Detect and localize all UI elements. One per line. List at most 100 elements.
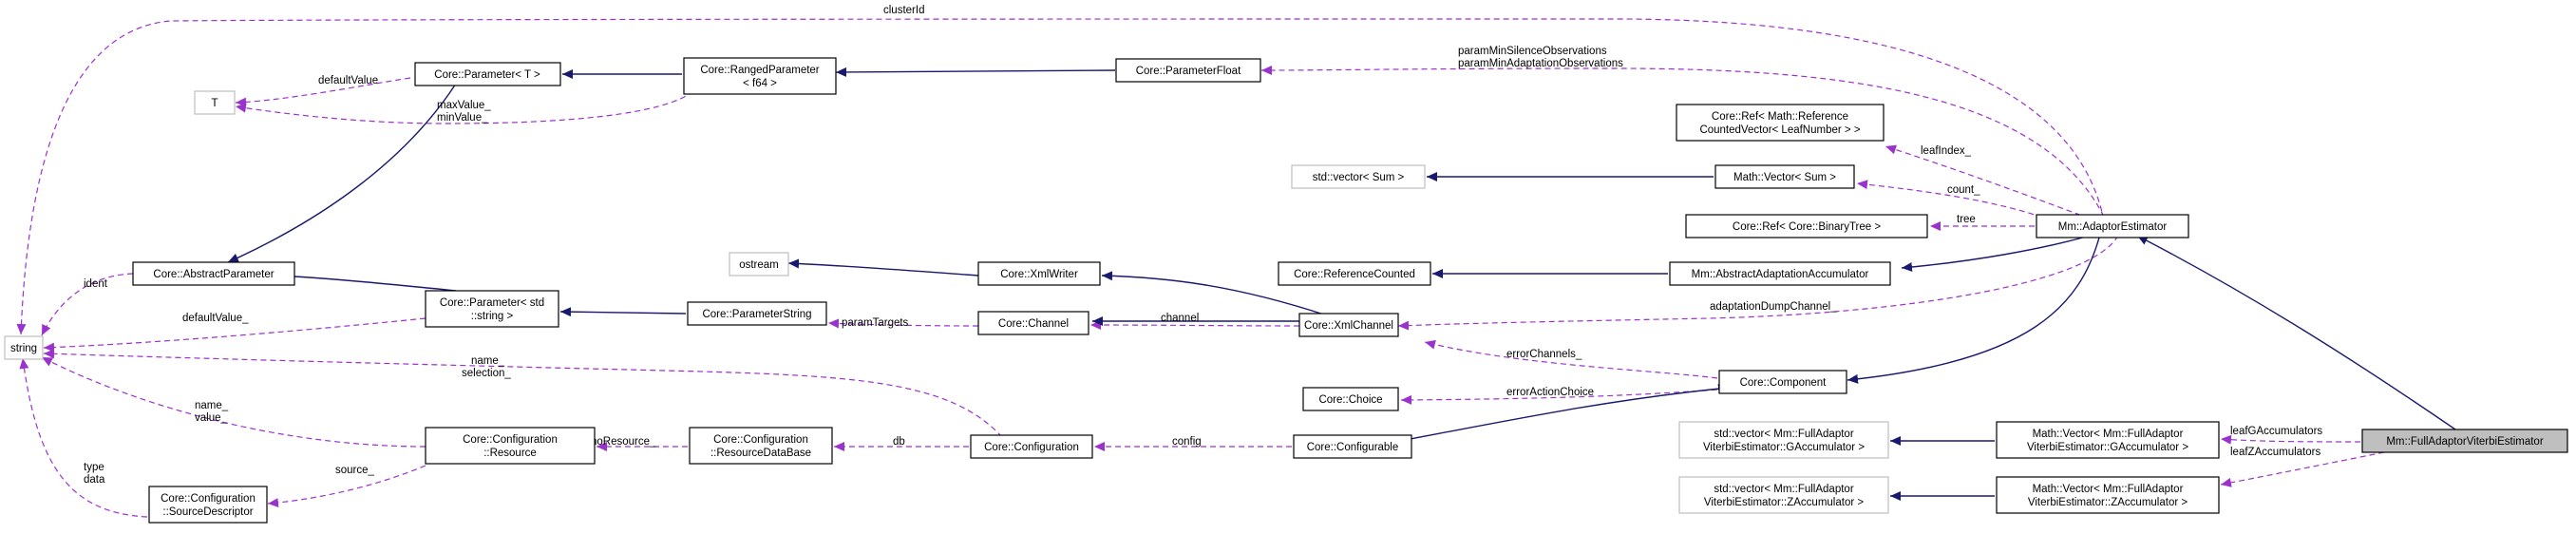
svg-text:Core::AbstractParameter: Core::AbstractParameter (153, 269, 274, 280)
label-adaptation-dump: adaptationDumpChannel_ (1710, 301, 1837, 313)
edge-name-value (41, 356, 426, 448)
node-core-component[interactable]: Core::Component (1718, 370, 1847, 394)
svg-text:Core::Configurable: Core::Configurable (1307, 442, 1399, 453)
node-core-configuration-resourcedatabase[interactable]: Core::Configuration ::ResourceDataBase (689, 427, 833, 465)
node-string[interactable]: string (4, 335, 44, 360)
svg-text:Core::XmlWriter: Core::XmlWriter (1000, 269, 1078, 280)
node-math-vector-zaccumulator[interactable]: Math::Vector< Mm::FullAdaptor ViterbiEst… (1996, 476, 2220, 514)
label-paramtargets: paramTargets (842, 317, 909, 329)
node-core-reference-counted[interactable]: Core::ReferenceCounted (1278, 261, 1431, 286)
label-type-data-1: type (84, 462, 104, 473)
svg-text:Core::Ref< Core::BinaryTree >: Core::Ref< Core::BinaryTree > (1733, 221, 1881, 233)
svg-text:Mm::AdaptorEstimator: Mm::AdaptorEstimator (2058, 221, 2168, 233)
svg-text:Mm::FullAdaptorViterbiEstimato: Mm::FullAdaptorViterbiEstimator (2386, 436, 2543, 448)
node-ostream[interactable]: ostream (729, 252, 789, 277)
label-param-min-1: paramMinSilenceObservations (1458, 46, 1607, 57)
svg-text:::ResourceDataBase: ::ResourceDataBase (710, 448, 811, 459)
svg-text:ostream: ostream (739, 259, 779, 271)
node-core-ranged-parameter[interactable]: Core::RangedParameter < f64 > (683, 57, 837, 95)
edge-param-min (1260, 65, 2105, 218)
node-template-t[interactable]: T (194, 90, 236, 115)
node-core-xmlchannel[interactable]: Core::XmlChannel (1298, 313, 1399, 337)
svg-text:Math::Vector< Mm::FullAdaptor: Math::Vector< Mm::FullAdaptor (2033, 484, 2184, 495)
svg-text:Core::Parameter< std: Core::Parameter< std (440, 297, 544, 309)
node-core-channel[interactable]: Core::Channel (977, 311, 1089, 335)
edge-errorchannels (1424, 339, 1718, 379)
node-std-vector-sum[interactable]: std::vector< Sum > (1291, 164, 1426, 189)
node-std-vector-gaccumulator[interactable]: std::vector< Mm::FullAdaptor ViterbiEsti… (1678, 421, 1889, 459)
svg-text:Core::Choice: Core::Choice (1318, 394, 1382, 406)
node-core-configuration[interactable]: Core::Configuration (970, 434, 1093, 459)
svg-text:Core::RangedParameter: Core::RangedParameter (700, 65, 819, 76)
svg-text:Core::XmlChannel: Core::XmlChannel (1304, 320, 1393, 332)
svg-text:Math::Vector< Sum >: Math::Vector< Sum > (1733, 172, 1836, 183)
edge-full-to-estimator (2136, 235, 2456, 430)
node-mm-abstract-adaptation-accumulator[interactable]: Mm::AbstractAdaptationAccumulator (1669, 261, 1891, 286)
svg-text:::Resource: ::Resource (483, 448, 537, 459)
label-name-value-2: value_ (195, 412, 227, 424)
node-core-parameter-string[interactable]: Core::ParameterString (687, 301, 827, 326)
node-math-vector-sum[interactable]: Math::Vector< Sum > (1714, 164, 1855, 189)
label-errorchannels: errorChannels_ (1506, 349, 1582, 360)
svg-text:Core::Parameter< T >: Core::Parameter< T > (434, 69, 540, 81)
edge-channel (1089, 320, 1300, 331)
label-channel: channel (1161, 313, 1199, 324)
node-core-ref-binarytree[interactable]: Core::Ref< Core::BinaryTree > (1685, 214, 1928, 238)
node-core-parameter-float[interactable]: Core::ParameterFloat (1115, 58, 1261, 83)
label-config: config (1172, 436, 1202, 448)
node-core-ref-leafnumber[interactable]: Core::Ref< Math::Reference CountedVector… (1676, 104, 1885, 142)
svg-text:Math::Vector< Mm::FullAdaptor: Math::Vector< Mm::FullAdaptor (2033, 429, 2184, 440)
svg-text:Core::Ref< Math::Reference: Core::Ref< Math::Reference (1712, 111, 1848, 123)
edge-source (267, 465, 426, 508)
edge-type-data (19, 357, 148, 518)
edge-configurable-to-component (1410, 384, 1730, 440)
svg-text:Core::ReferenceCounted: Core::ReferenceCounted (1294, 269, 1415, 280)
node-core-configuration-resource[interactable]: Core::Configuration ::Resource (425, 427, 596, 465)
svg-text:ViterbiEstimator::GAccumulator: ViterbiEstimator::GAccumulator > (2027, 442, 2188, 453)
label-name-selection-2: selection_ (462, 368, 511, 379)
edge-leafg (2220, 434, 2361, 445)
edge-param-to-abstract (227, 83, 457, 263)
edge-paramstr-to-abstract (275, 271, 457, 292)
label-noresource: noResource_ (591, 436, 656, 448)
edge-paramtargets (827, 318, 979, 329)
node-core-configuration-sourcedescriptor[interactable]: Core::Configuration ::SourceDescriptor (148, 486, 268, 524)
node-core-choice[interactable]: Core::Choice (1302, 387, 1399, 411)
node-core-parameter-string-template[interactable]: Core::Parameter< std ::string > (425, 290, 559, 328)
label-maxmin-2: minValue_ (437, 112, 488, 124)
label-type-data-2: data (84, 474, 105, 486)
node-core-parameter-t[interactable]: Core::Parameter< T > (414, 62, 561, 86)
node-std-vector-zaccumulator[interactable]: std::vector< Mm::FullAdaptor ViterbiEsti… (1678, 476, 1889, 514)
label-param-min-2: paramMinAdaptationObservations (1458, 58, 1623, 69)
svg-text:ViterbiEstimator::ZAccumulator: ViterbiEstimator::ZAccumulator > (1704, 497, 1864, 508)
svg-text:Core::Configuration: Core::Configuration (713, 434, 808, 446)
label-clusterid: clusterId (883, 5, 924, 16)
node-core-configurable[interactable]: Core::Configurable (1293, 434, 1412, 459)
node-core-abstract-parameter[interactable]: Core::AbstractParameter (132, 261, 295, 286)
edge-float-to-ranged (835, 67, 1116, 77)
svg-text:std::vector< Mm::FullAdaptor: std::vector< Mm::FullAdaptor (1714, 484, 1853, 495)
edge-paramstring-to-tmpl (559, 307, 687, 317)
edge-ident (41, 273, 134, 336)
svg-text:::string >: ::string > (471, 311, 514, 322)
nodes: T string ostream std::vector< Sum > Core… (4, 57, 2568, 524)
label-source: source_ (335, 465, 375, 476)
svg-text:std::vector< Sum >: std::vector< Sum > (1313, 172, 1405, 183)
label-maxmin-1: maxValue_ (437, 100, 491, 111)
edge-adaptation-dump (1397, 235, 2119, 331)
node-math-vector-gaccumulator[interactable]: Math::Vector< Mm::FullAdaptor ViterbiEst… (1996, 421, 2220, 459)
svg-text:Core::Configuration: Core::Configuration (463, 434, 558, 446)
edge-leafindex (1885, 144, 2091, 219)
svg-text:ViterbiEstimator::GAccumulator: ViterbiEstimator::GAccumulator > (1703, 442, 1865, 453)
label-erroractionchoice: errorActionChoice (1506, 387, 1594, 398)
label-ident: ident (84, 278, 108, 290)
node-core-xmlwriter[interactable]: Core::XmlWriter (977, 261, 1101, 286)
svg-text:< f64 >: < f64 > (743, 78, 777, 89)
node-mm-full-adaptor-viterbi-estimator[interactable]: Mm::FullAdaptorViterbiEstimator (2361, 429, 2568, 453)
label-leafindex: leafIndex_ (1921, 145, 1972, 157)
svg-text:CountedVector< LeafNumber > >: CountedVector< LeafNumber > > (1699, 124, 1860, 136)
node-mm-adaptor-estimator[interactable]: Mm::AdaptorEstimator (2036, 214, 2189, 238)
edge-clusterid (16, 18, 2105, 335)
svg-text:T: T (211, 98, 218, 109)
